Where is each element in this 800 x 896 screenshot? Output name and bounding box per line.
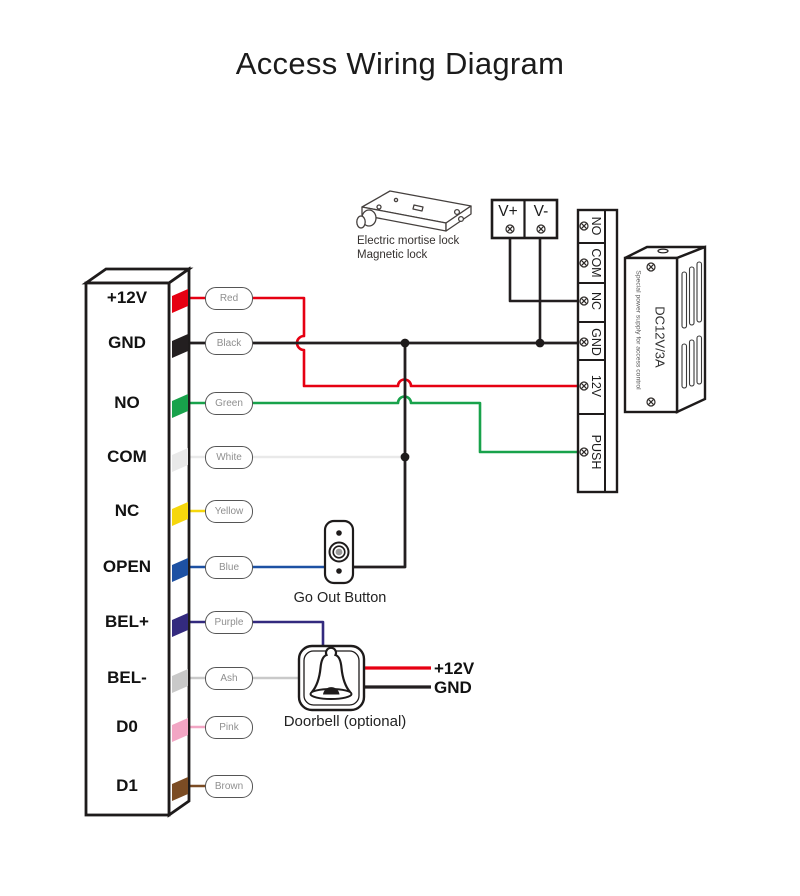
wire-label-purple: Purple [205,611,253,634]
power-terminal-strip [576,208,619,494]
strip-label-nc: NC [589,291,603,311]
psu-vents [681,261,703,389]
connector-block-black [172,334,188,358]
strip-screws [579,221,589,457]
wire-red-12v [188,296,584,388]
go-out-button-illustration [323,519,355,585]
panel-terminal-label-d0: D0 [116,717,138,736]
panel-terminal-label-bel-plus: BEL+ [105,612,149,631]
wire-label-blue: Blue [205,556,253,579]
psu-top-hole [657,248,669,254]
screw-icon [579,258,589,268]
panel-terminal-label-nc: NC [114,501,140,520]
go-out-button-label: Go Out Button [293,590,387,606]
lock-caption-line2: Magnetic lock [357,249,428,261]
screw-icon [536,224,546,234]
lock-screw-icon [457,215,465,223]
junction-dot [400,452,410,462]
screw-icon [579,296,589,306]
connector-block-purple [172,613,188,637]
strip-label-com: COM [589,248,603,278]
wire-green-no [188,395,584,454]
lock-power-terminal-block [490,198,559,240]
junction-dot [400,338,410,348]
lock-caption-line1: Electric mortise lock [357,235,460,247]
screw-icon [505,224,515,234]
junction-dot [535,338,545,348]
panel-terminal-label-bel-minus: BEL- [107,668,147,687]
wire-vplus-to-nc [508,238,584,303]
screw-icon [646,262,656,272]
wire-label-black: Black [205,332,253,355]
wire-label-ash: Ash [205,667,253,690]
connector-block-white [172,448,188,472]
wire-label-white: White [205,446,253,469]
button-screw-dot [336,530,342,536]
psu-front-face [623,256,679,414]
doorbell-illustration [297,644,366,712]
power-supply-box [623,245,707,414]
doorbell-gnd-label: GND [434,678,472,697]
wire-label-brown: Brown [205,775,253,798]
vplus-label: V+ [498,203,518,220]
connector-block-red [172,289,188,313]
vminus-label: V- [533,203,549,220]
wire-black-button [351,343,407,569]
wire-label-yellow: Yellow [205,500,253,523]
panel-terminal-label-open: OPEN [102,557,152,576]
strip-label-push: PUSH [589,434,603,470]
screw-icon [579,337,589,347]
connector-block-ash [172,669,188,693]
mortise-lock-illustration [356,190,472,232]
strip-label-12v: 12V [589,374,603,398]
strip-label-gnd: GND [589,328,603,356]
connector-block-blue [172,558,188,582]
panel-front-face [84,281,171,817]
connector-block-brown [172,777,188,801]
connector-block-pink [172,718,188,742]
psu-description-label: Special power supply for access control [634,270,642,390]
lock-bolt-tip [356,215,366,229]
bell-icon [309,646,353,700]
page-title: Access Wiring Diagram [235,46,565,81]
doorbell-label: Doorbell (optional) [283,713,407,730]
screw-icon [579,447,589,457]
wire-label-pink: Pink [205,716,253,739]
lock-screw-icon [453,208,461,216]
screw-icon [579,381,589,391]
panel-terminal-label-no: NO [114,393,140,412]
wire-label-red: Red [205,287,253,310]
button-screw-dot [336,568,342,574]
screw-icon [646,397,656,407]
psu-side-face [675,245,707,414]
wire-label-green: Green [205,392,253,415]
strip-label-no: NO [589,216,603,236]
connector-block-green [172,394,188,418]
panel-terminal-label-d1: D1 [116,776,138,795]
psu-model-label: DC12V/3A [652,306,668,368]
doorbell-12v-label: +12V [434,659,475,678]
screw-icon [579,221,589,231]
panel-terminal-label-12v: +12V [106,288,148,307]
connector-block-yellow [172,502,188,526]
panel-terminal-label-com: COM [107,447,147,466]
panel-terminal-label-gnd: GND [108,333,146,352]
